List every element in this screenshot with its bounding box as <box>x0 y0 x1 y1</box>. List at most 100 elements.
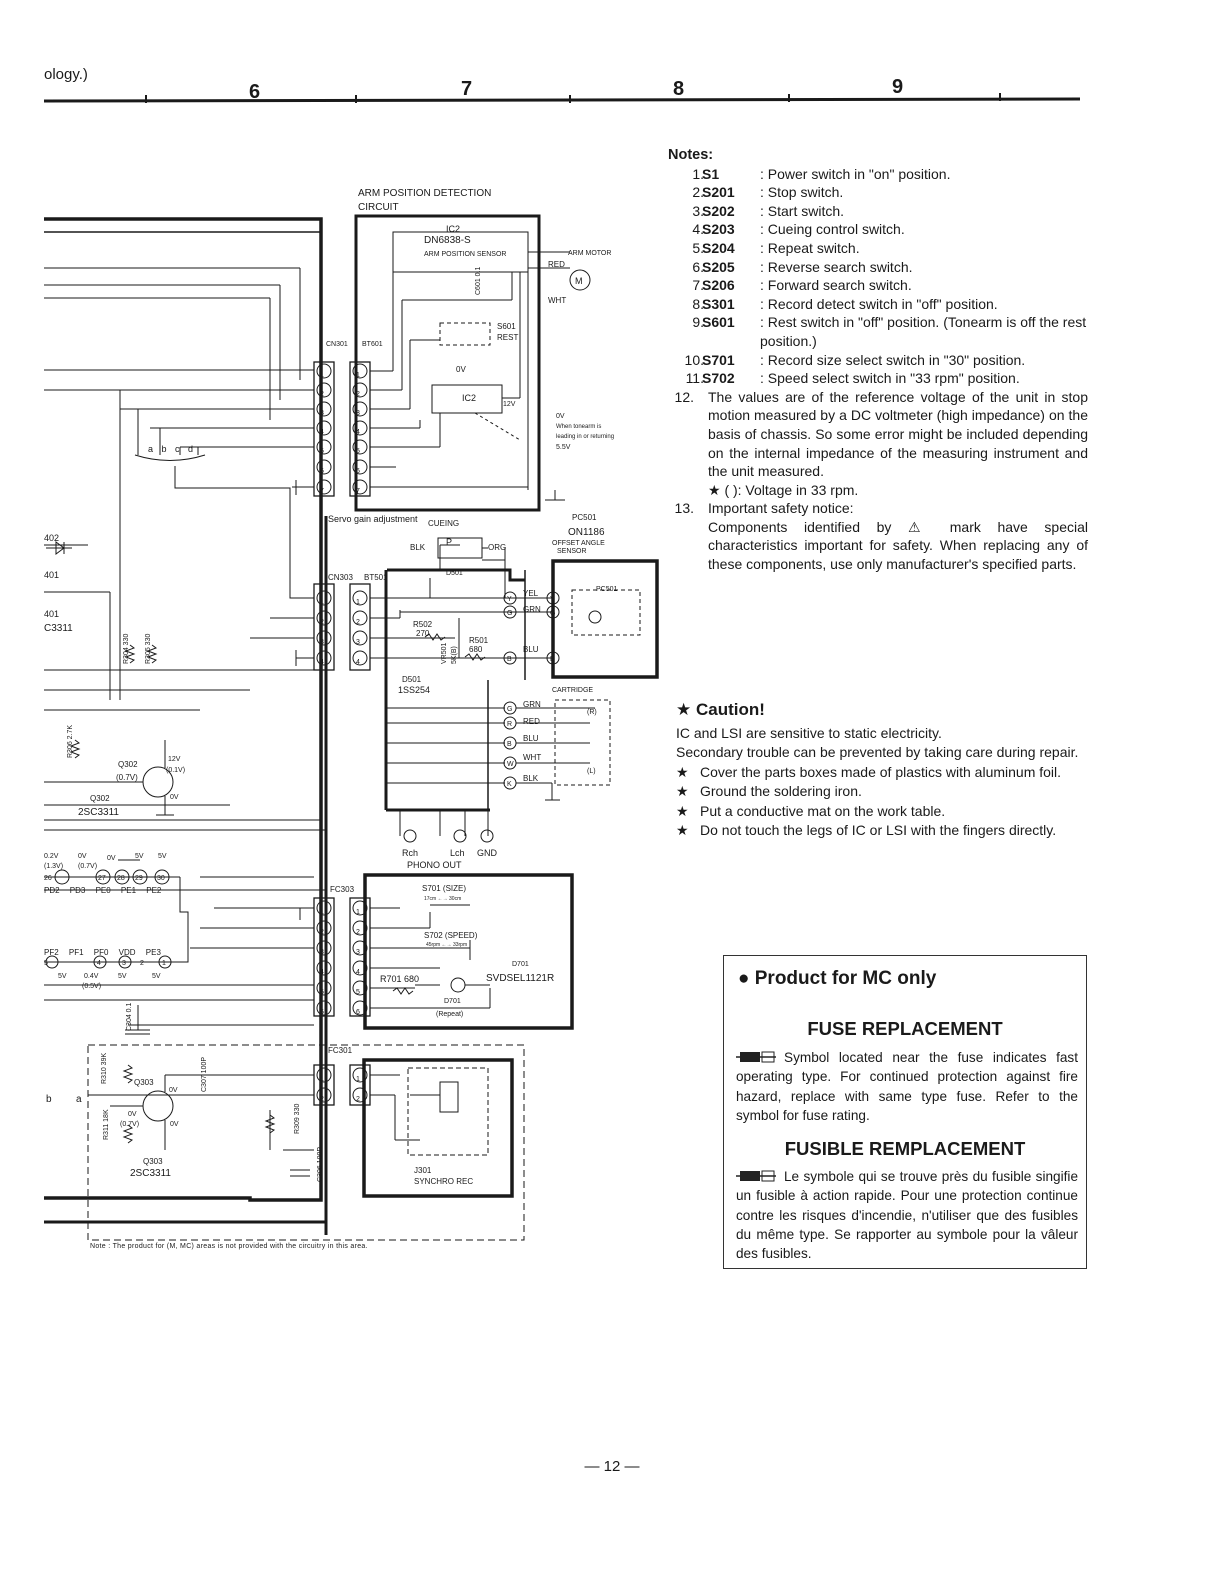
q303-voltage: (0.7V) <box>120 1121 139 1128</box>
note-item: 6.S205: Reverse search switch. <box>692 258 913 275</box>
ic-v9: 0.4V <box>84 973 99 980</box>
star-icon: ★ <box>676 822 689 838</box>
svg-text:2: 2 <box>356 391 360 398</box>
svg-text:1: 1 <box>320 909 324 916</box>
tonearm-note-2: When tonearm is <box>556 424 601 430</box>
r501-value: 680 <box>469 645 483 654</box>
ic-v7: 5V <box>158 853 167 860</box>
pin-29: 29 <box>135 875 143 882</box>
note-item: 8.S301: Record detect switch in "off" po… <box>692 295 998 312</box>
c601-label: C601 0.1 <box>475 266 482 295</box>
s601-label: S601 <box>497 322 516 331</box>
r304-label: R304 330 <box>123 634 130 664</box>
svg-text:7: 7 <box>320 488 324 495</box>
svg-text:5: 5 <box>320 448 324 455</box>
d501-part: 1SS254 <box>398 685 430 695</box>
svg-text:Y: Y <box>507 596 512 603</box>
product-mc-only: ● Product for MC only <box>738 968 937 989</box>
svg-text:4: 4 <box>320 659 324 666</box>
svg-text:1: 1 <box>320 372 324 379</box>
caution-section: ★ Caution! IC and LSI are sensitive to s… <box>676 700 1086 841</box>
d501-bot-label: D501 <box>402 675 422 684</box>
svg-text:3: 3 <box>320 410 324 417</box>
grn-label: GRN <box>523 605 541 614</box>
vr501-label: VR501 <box>441 642 448 664</box>
blu-label: BLU <box>523 645 539 654</box>
r311-label: R311 18K <box>103 1109 110 1140</box>
fuse-symbol-icon <box>736 1170 776 1182</box>
svg-text:2: 2 <box>320 1096 324 1103</box>
svg-text:2: 2 <box>320 619 324 626</box>
note-item: 11.S702: Speed select switch in "33 rpm"… <box>685 370 1020 387</box>
twelve-v-label: 12V <box>503 401 516 408</box>
note-item: 3.S202: Start switch. <box>692 202 845 219</box>
fc301-label: FC301 <box>328 1046 353 1055</box>
ic-v4: (0.7V) <box>78 863 97 870</box>
svg-text:B: B <box>550 656 555 663</box>
b-label: b <box>46 1094 52 1105</box>
r502-label: R502 <box>413 620 433 629</box>
arm-motor-label: ARM MOTOR <box>568 250 611 257</box>
tonearm-note-3: leading in or returning <box>556 434 614 440</box>
d501-top-label: D501 <box>446 570 463 577</box>
svg-text:2: 2 <box>320 391 324 398</box>
svd-label: SVDSEL1121R <box>486 973 554 984</box>
red-wire-label: RED <box>548 260 565 269</box>
q303-bottom-label: Q303 <box>143 1157 163 1166</box>
note-item-12-star: ★ ( ): Voltage in 33 rpm. <box>708 481 859 498</box>
pin-1: 1 <box>162 960 166 967</box>
svg-text:1: 1 <box>356 599 360 606</box>
svg-text:4: 4 <box>356 969 360 976</box>
notes-heading: Notes: <box>668 147 714 163</box>
svg-text:6: 6 <box>356 1009 360 1016</box>
cueing-label: CUEING <box>428 519 459 528</box>
s701-label: S701 (SIZE) <box>422 884 466 893</box>
svg-text:3: 3 <box>320 639 324 646</box>
note-item: 1.S1: Power switch in "on" position. <box>692 165 951 182</box>
repeat-label: (Repeat) <box>436 1011 463 1018</box>
svg-text:3: 3 <box>356 639 360 646</box>
r310-label: R310 39K <box>101 1053 108 1084</box>
bt501-label: BT501 <box>364 573 388 582</box>
s702-sub: 45rpm ←→ 33rpm <box>426 942 467 948</box>
q303-part: 2SC3311 <box>130 1168 171 1179</box>
s701-sub: 17cm ←→ 30cm <box>424 896 461 902</box>
arm-circuit-title-2: CIRCUIT <box>358 202 399 213</box>
svg-text:B: B <box>507 656 512 663</box>
caution-line-1: IC and LSI are sensitive to static elect… <box>676 724 942 741</box>
svg-text:6: 6 <box>320 1009 324 1016</box>
note-item: 5.S204: Repeat switch. <box>692 239 860 256</box>
svg-text:4: 4 <box>320 429 324 436</box>
note-item: 9.S601: Rest switch in "off" position. (… <box>692 314 1087 349</box>
note-item-13: 13.Important safety notice: <box>674 500 854 517</box>
fuse-text-en: Symbol located near the fuse indicates f… <box>736 1050 1078 1123</box>
yel-label: YEL <box>523 589 539 598</box>
s702-label: S702 (SPEED) <box>424 931 478 940</box>
svg-text:W: W <box>507 761 514 768</box>
q302-01v: (0.1V) <box>166 767 185 774</box>
fc303-label: FC303 <box>330 885 355 894</box>
q303-ov3: 0V <box>170 1121 179 1128</box>
svg-text:5: 5 <box>356 448 360 455</box>
ic2-desc: ARM POSITION SENSOR <box>424 251 506 258</box>
svg-text:5: 5 <box>320 989 324 996</box>
ic2-label: IC2 <box>446 224 460 234</box>
pin-30: 30 <box>157 875 165 882</box>
abcd-label: a b c d <box>148 444 196 454</box>
r501-label: R501 <box>469 636 489 645</box>
svg-text:G: G <box>507 610 512 617</box>
cartridge-label: CARTRIDGE <box>552 687 593 694</box>
pin-4: 4 <box>97 960 101 967</box>
pin-28: 28 <box>117 875 125 882</box>
svg-text:1: 1 <box>356 1076 360 1083</box>
svg-text:4: 4 <box>320 969 324 976</box>
ic-v6: 5V <box>135 853 144 860</box>
ic-v12: 5V <box>152 973 161 980</box>
svg-text:3: 3 <box>320 949 324 956</box>
tonearm-note-4: 5.5V <box>556 444 571 451</box>
pin-27: 27 <box>98 875 106 882</box>
fuse-heading-fr: FUSIBLE REMPLACEMENT <box>784 1138 1026 1159</box>
svg-text:1: 1 <box>356 372 360 379</box>
fuse-symbol-icon <box>736 1051 776 1063</box>
svg-text:2: 2 <box>356 1096 360 1103</box>
